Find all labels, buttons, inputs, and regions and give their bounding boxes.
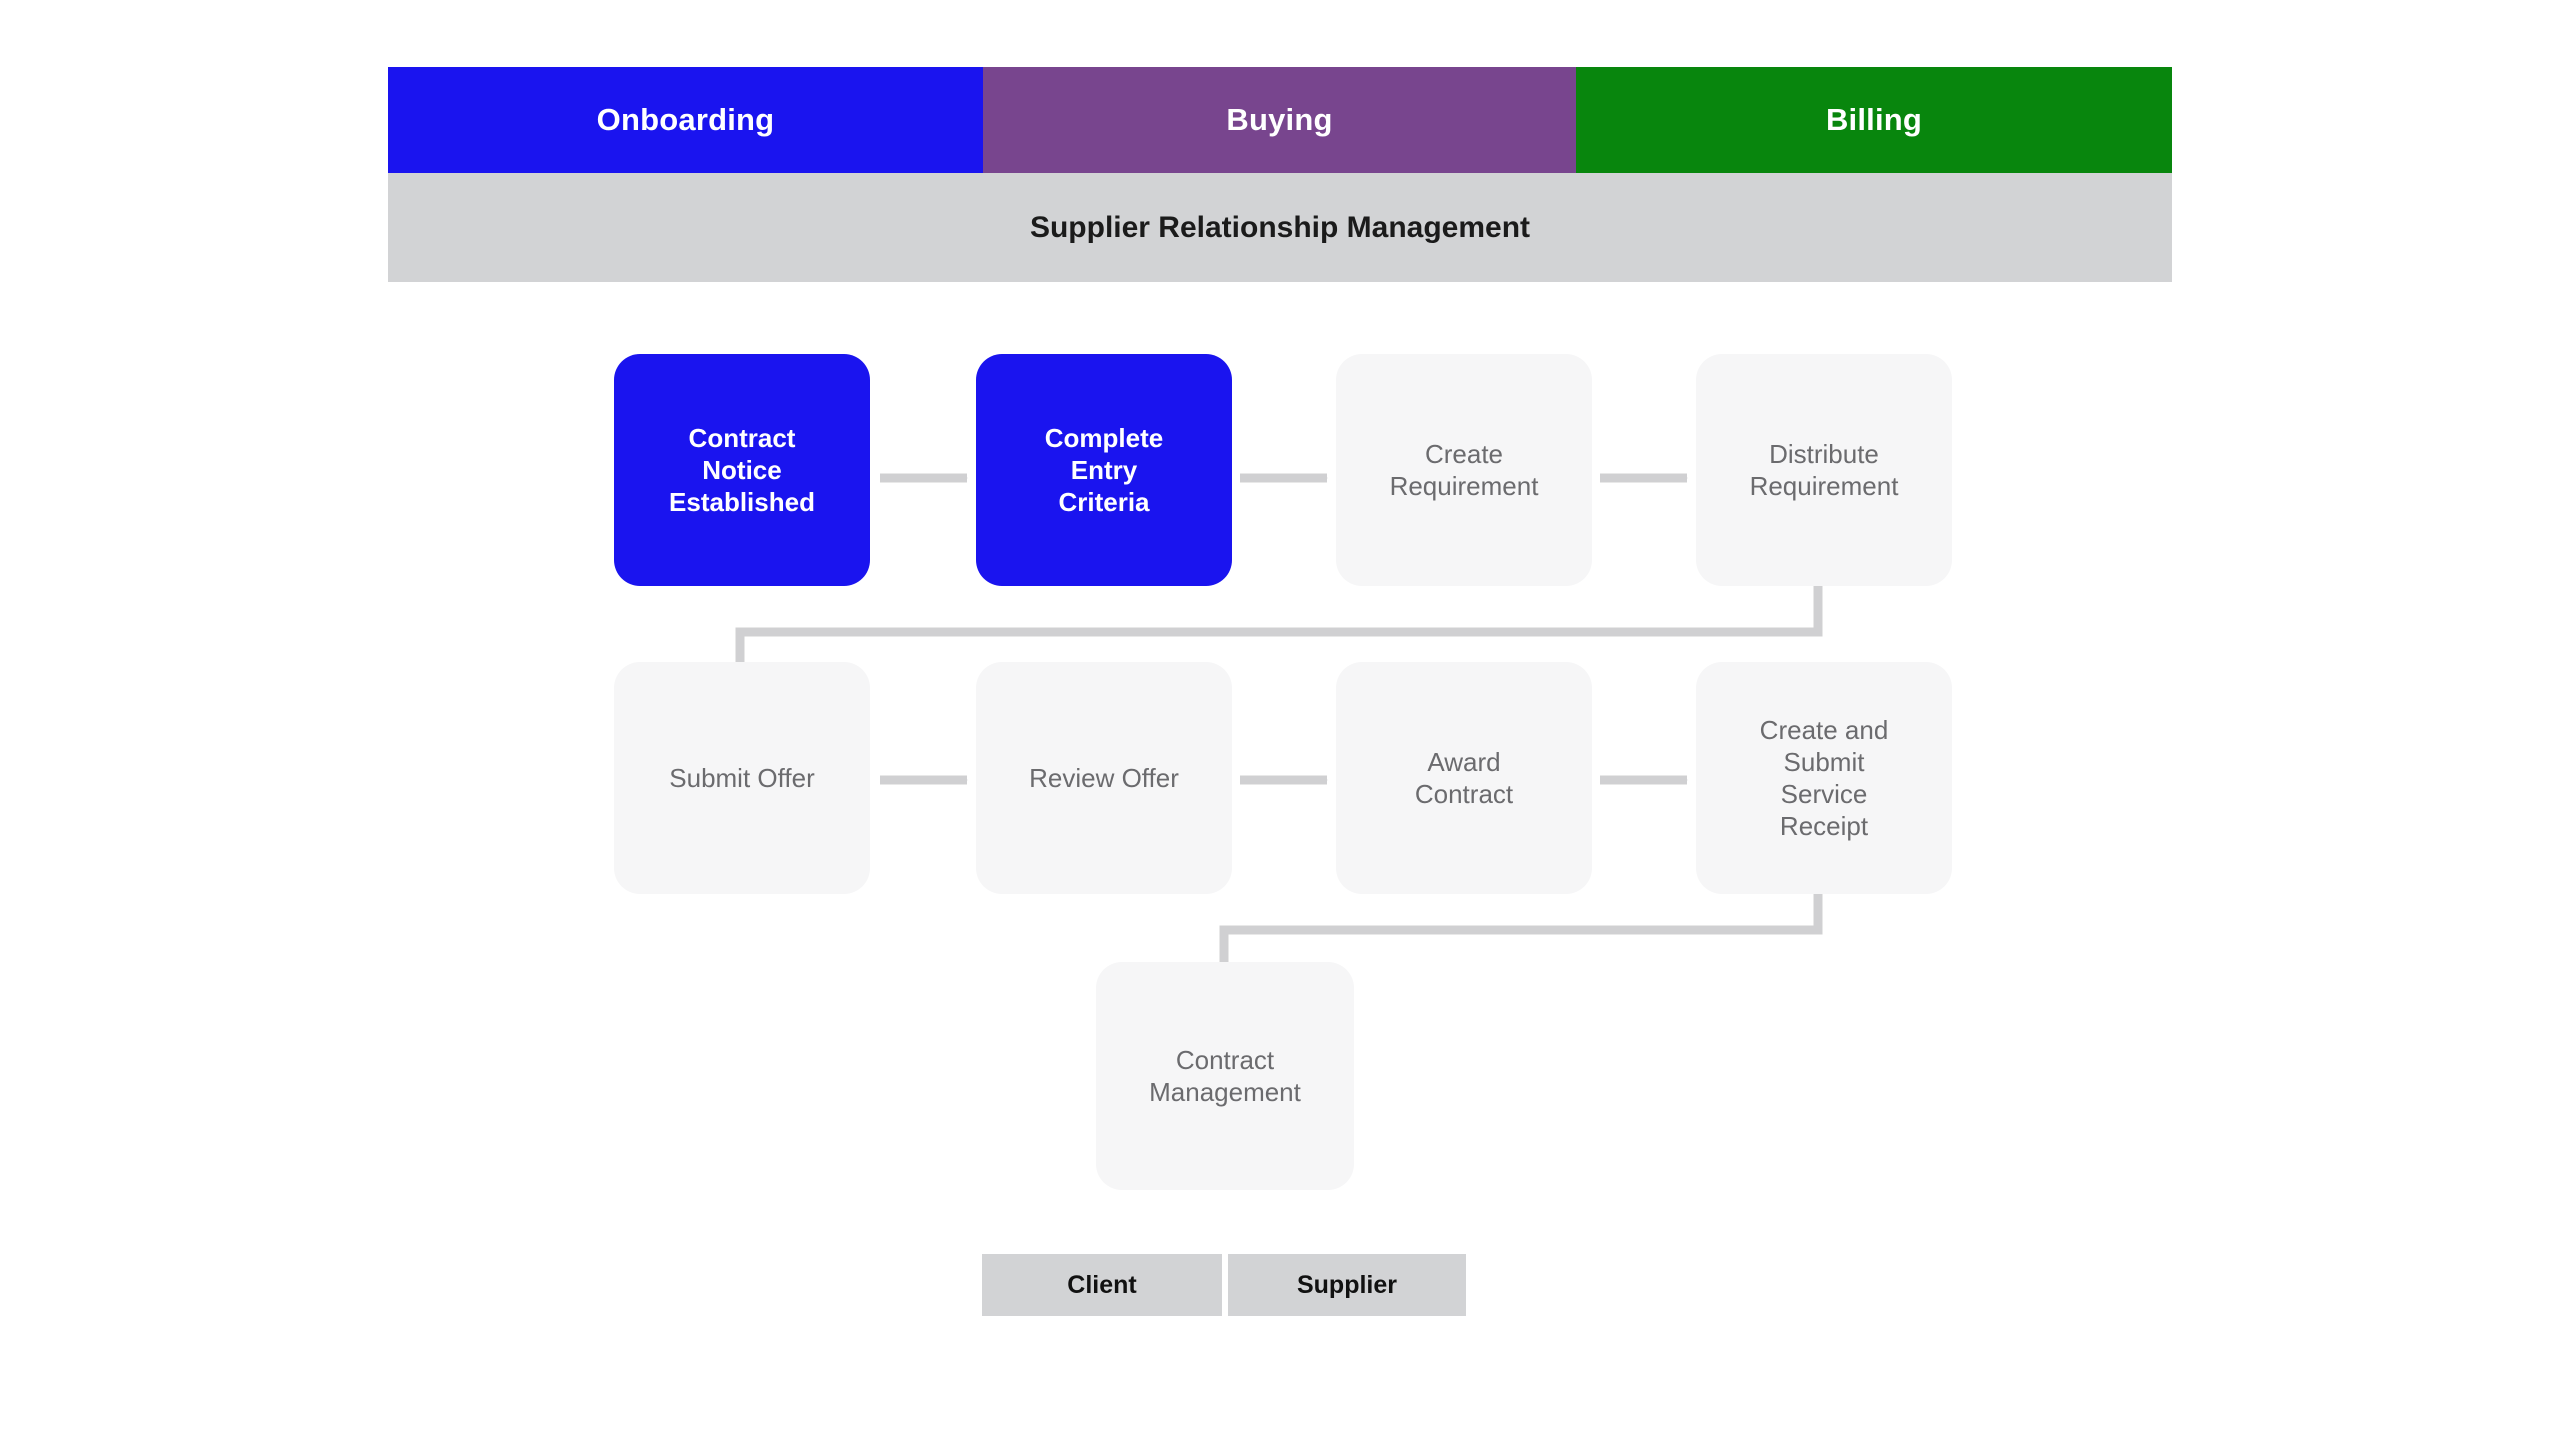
phase-label-buying: Buying xyxy=(1226,102,1333,137)
node-label-contract-notice-established: Contract Notice Established xyxy=(669,422,815,518)
node-contract-management[interactable]: Contract Management xyxy=(1096,962,1354,1190)
legend-label-supplier: Supplier xyxy=(1296,1270,1397,1299)
node-contract-notice-established[interactable]: Contract Notice Established xyxy=(614,354,870,586)
node-label-contract-management: Contract Management xyxy=(1149,1044,1301,1107)
legend-item-supplier[interactable]: Supplier xyxy=(1228,1254,1466,1316)
phase-tab-buying[interactable]: Buying xyxy=(983,67,1576,173)
node-distribute-requirement[interactable]: Distribute Requirement xyxy=(1696,354,1952,586)
node-submit-offer[interactable]: Submit Offer xyxy=(614,662,870,894)
legend-label-client: Client xyxy=(1067,1270,1137,1299)
supplier-relationship-management-banner: Supplier Relationship Management xyxy=(388,173,2172,282)
phase-tab-onboarding[interactable]: Onboarding xyxy=(388,67,983,173)
banner-title: Supplier Relationship Management xyxy=(1029,210,1531,244)
node-label-distribute-requirement: Distribute Requirement xyxy=(1749,438,1899,501)
node-label-create-submit-service-receipt: Create and Submit Service Receipt xyxy=(1759,714,1889,842)
node-label-create-requirement: Create Requirement xyxy=(1389,438,1539,501)
phase-label-onboarding: Onboarding xyxy=(596,102,775,137)
node-label-review-offer: Review Offer xyxy=(1029,762,1179,793)
node-complete-entry-criteria[interactable]: Complete Entry Criteria xyxy=(976,354,1232,586)
node-create-submit-service-receipt[interactable]: Create and Submit Service Receipt xyxy=(1696,662,1952,894)
legend-item-client[interactable]: Client xyxy=(982,1254,1222,1316)
arrow-service-receipt-to-contract-management xyxy=(1219,886,1823,969)
node-award-contract[interactable]: Award Contract xyxy=(1336,662,1592,894)
arrow-distribute-requirement-to-submit-offer xyxy=(735,580,1823,669)
phase-label-billing: Billing xyxy=(1825,102,1923,137)
legend: Client Supplier xyxy=(982,1254,1466,1316)
node-create-requirement[interactable]: Create Requirement xyxy=(1336,354,1592,586)
node-label-award-contract: Award Contract xyxy=(1414,746,1514,809)
phase-header-band: Onboarding Buying Billing xyxy=(388,67,2172,173)
node-label-submit-offer: Submit Offer xyxy=(669,762,815,793)
node-review-offer[interactable]: Review Offer xyxy=(976,662,1232,894)
phase-tab-billing[interactable]: Billing xyxy=(1576,67,2172,173)
node-label-complete-entry-criteria: Complete Entry Criteria xyxy=(1044,422,1164,518)
